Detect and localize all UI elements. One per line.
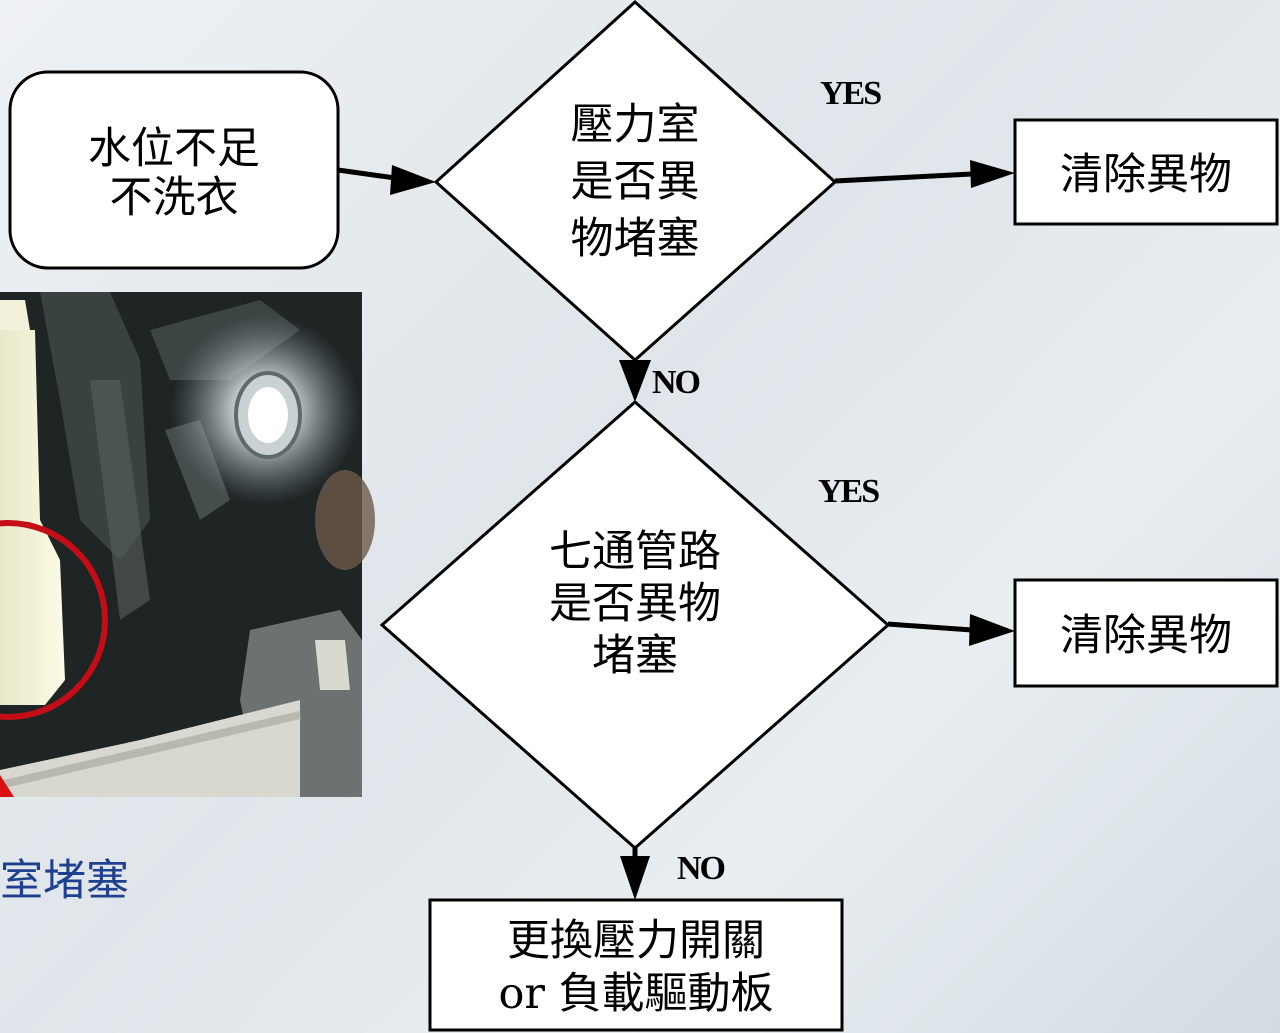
arrowhead-icon <box>620 856 650 900</box>
action1-label: 清除異物 <box>1060 150 1232 200</box>
edge-decision2-no <box>620 848 650 900</box>
arrowhead-icon <box>619 360 651 402</box>
decision1-line-2: 是否異 <box>571 157 700 207</box>
node-decision-seven-way-pipe: 七通管路 是否異物 堵塞 <box>379 400 891 850</box>
edge-decision1-yes <box>834 160 1015 188</box>
decision1-line-3: 物堵塞 <box>571 214 700 264</box>
action2-label: 清除異物 <box>1060 611 1232 661</box>
edge-decision1-no <box>619 360 651 402</box>
label-d1-yes: YES <box>820 75 881 112</box>
node-action-clear-debris-2: 清除異物 <box>1013 578 1279 688</box>
decision2-line-1: 七通管路 <box>549 527 721 577</box>
node-start: 水位不足 不洗衣 <box>8 70 340 270</box>
label-d1-no: NO <box>652 364 700 401</box>
arrowhead-icon <box>390 165 436 195</box>
arrowhead-icon <box>970 160 1015 188</box>
decision2-line-3: 堵塞 <box>592 631 678 681</box>
arrowhead-icon <box>969 614 1015 646</box>
node-start-line-2: 不洗衣 <box>110 173 239 223</box>
final-line-1: 更換壓力開關 <box>507 916 765 966</box>
node-decision-pressure-chamber: 壓力室 是否異 物堵塞 <box>433 0 838 363</box>
decision2-line-2: 是否異物 <box>549 579 721 629</box>
highlight-circle <box>0 520 108 720</box>
decision1-line-1: 壓力室 <box>571 100 700 150</box>
node-final-replace: 更換壓力開關 or 負載驅動板 <box>428 898 844 1032</box>
edge-start-to-decision1 <box>337 165 436 195</box>
node-start-line-1: 水位不足 <box>88 124 260 174</box>
node-action-clear-debris-1: 清除異物 <box>1013 118 1279 226</box>
photo-pressure-chamber <box>0 292 375 797</box>
photo-caption: 室堵塞 <box>0 856 129 906</box>
label-d2-yes: YES <box>818 473 879 510</box>
label-d2-no: NO <box>677 850 725 887</box>
final-line-2: or 負載驅動板 <box>498 969 773 1019</box>
edge-decision2-yes <box>887 614 1015 646</box>
red-arrow-icon <box>0 775 14 797</box>
